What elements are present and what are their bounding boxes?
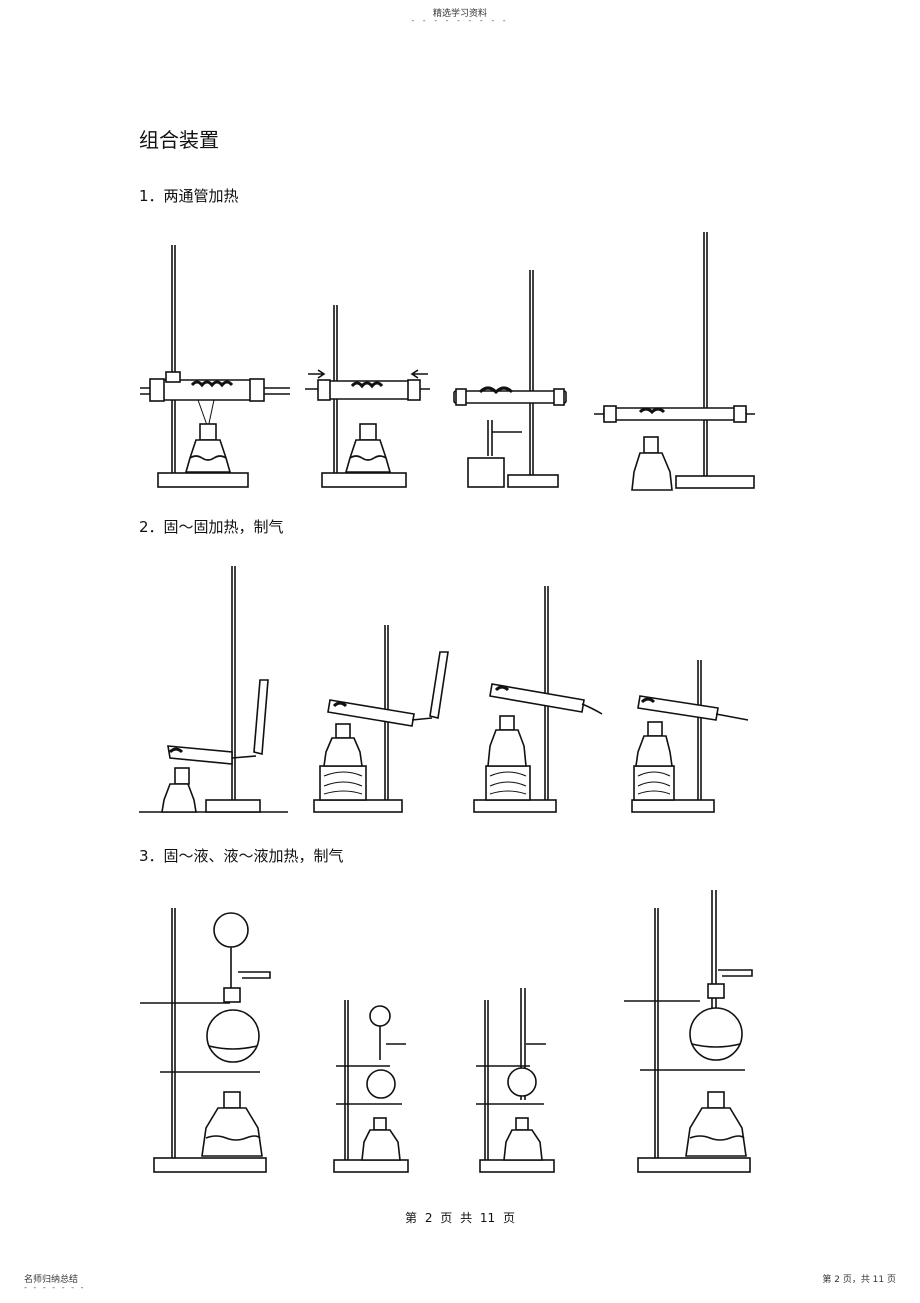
footer-right-page: 第 2 页，共 11 页 (822, 1275, 896, 1285)
liquid-heating-apparatus-4 (624, 890, 753, 1173)
solid-heating-apparatus-2 (313, 625, 449, 813)
section-3-heading: 3．固～液、液～液加热，制气 (139, 847, 344, 865)
section-1-heading: 1．两通管加热 (139, 187, 239, 205)
liquid-heating-apparatus-2 (333, 1000, 409, 1173)
header-banner: 精选学习资料 (432, 9, 487, 19)
header-dots: - - - - - - - - - (411, 16, 509, 25)
tube-heating-apparatus-2 (305, 305, 430, 488)
section-2-heading: 2．固～固加热，制气 (139, 518, 284, 536)
page-title: 组合装置 (139, 128, 219, 152)
solid-heating-apparatus-1 (139, 566, 288, 813)
tube-heating-apparatus-1 (140, 245, 290, 488)
solid-heating-apparatus-4 (631, 660, 749, 813)
liquid-heating-apparatus-3 (476, 988, 555, 1173)
solid-heating-apparatus-3 (473, 586, 603, 813)
liquid-heating-apparatus-1 (140, 908, 271, 1173)
page-number: 第 2 页 共 11 页 (405, 1211, 515, 1225)
tube-heating-apparatus-3 (453, 270, 567, 488)
footer-left-dots: - - - - - - - (24, 1283, 86, 1292)
footer-left-note: 名师归纳总结 (24, 1275, 79, 1285)
tube-heating-apparatus-4 (594, 232, 755, 491)
